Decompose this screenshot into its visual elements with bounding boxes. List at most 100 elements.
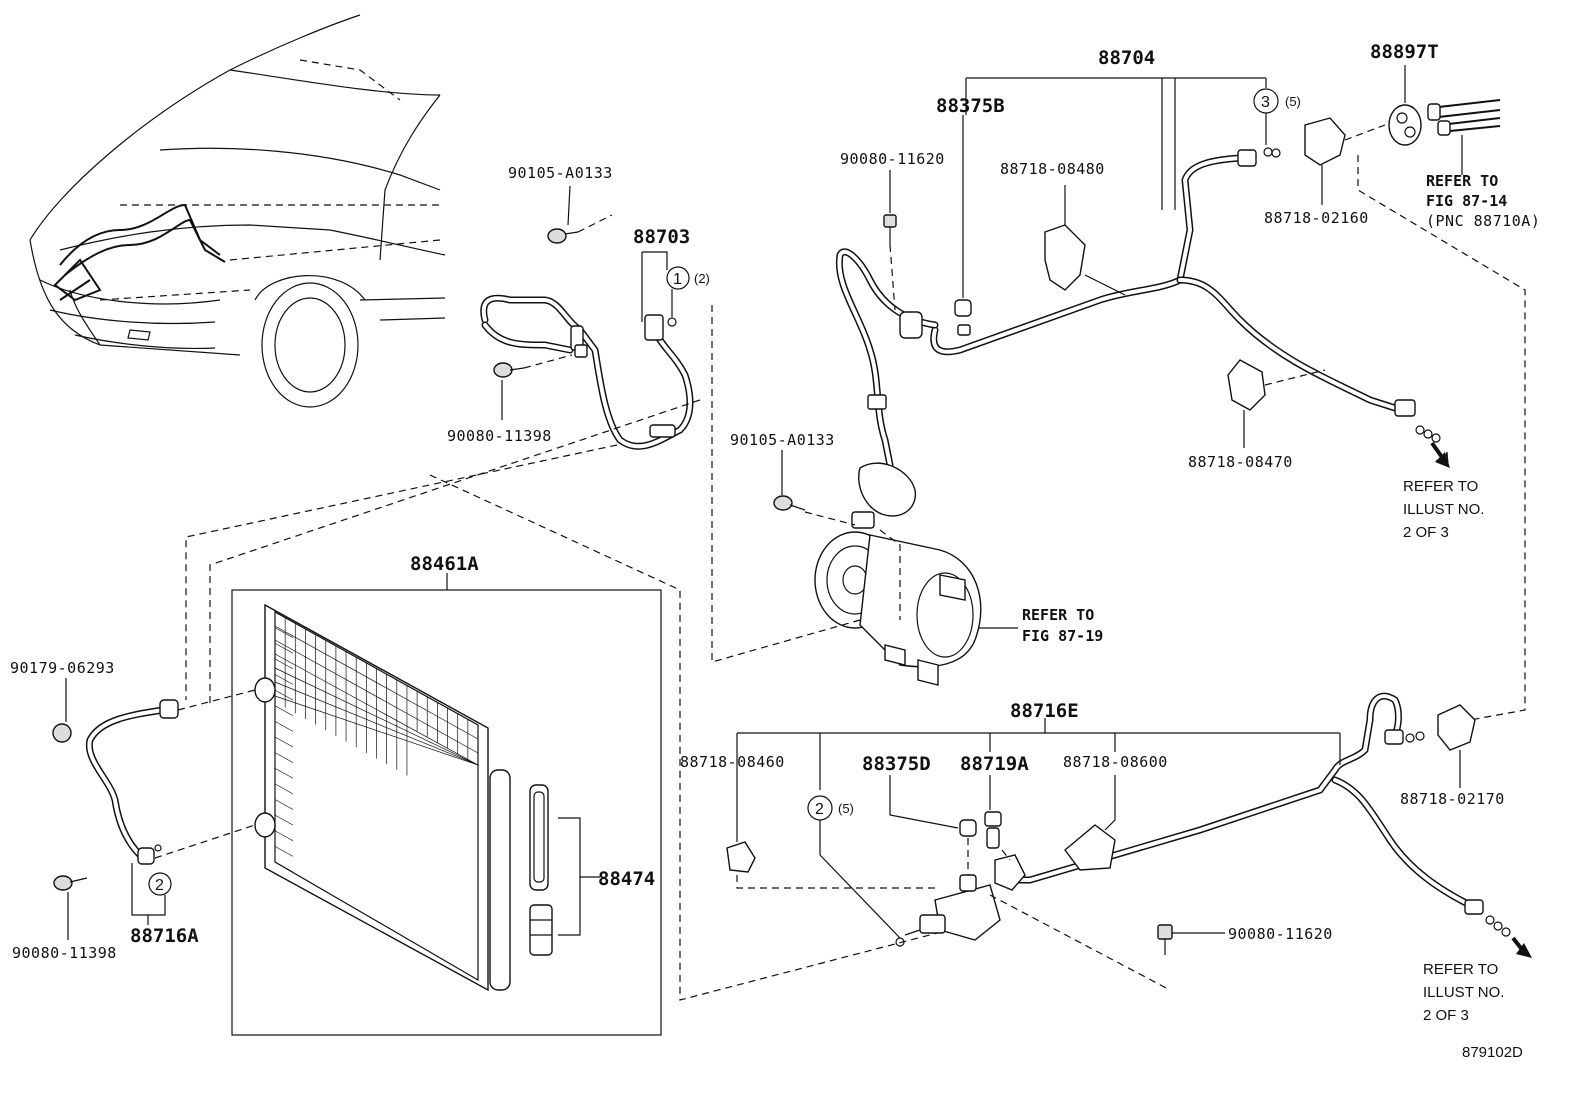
condenser-fin-line xyxy=(274,705,294,717)
callout-88716e: 2 (5) xyxy=(736,718,1341,939)
label-88718-08480: 88718-08480 xyxy=(1000,160,1105,178)
nut-90179-06293 xyxy=(52,678,72,743)
clamp-88718-08470 xyxy=(1227,359,1326,448)
compressor xyxy=(814,511,1018,686)
filter-88474 xyxy=(529,784,600,956)
bracket-88718-02160 xyxy=(1304,117,1386,205)
label-90080-11398-top: 90080-11398 xyxy=(447,427,552,445)
label-88897t: 88897T xyxy=(1370,41,1439,63)
bracket-88718-02170 xyxy=(1437,704,1476,788)
label-88718-02170: 88718-02170 xyxy=(1400,790,1505,808)
clamp-88718-08600 xyxy=(1064,824,1116,871)
grommet-88897t xyxy=(1357,65,1526,721)
bolt-90080-11398-bot xyxy=(53,875,88,940)
ref-illust-b-line2: ILLUST NO. xyxy=(1423,984,1504,1001)
cap-88375d xyxy=(959,819,977,837)
callout-1-qty: (2) xyxy=(694,271,710,286)
label-88718-08460: 88718-08460 xyxy=(680,753,785,771)
condenser-fin-line xyxy=(274,799,294,810)
label-88718-02160: 88718-02160 xyxy=(1264,209,1369,227)
ref-fig-87-14-line1: REFER TO xyxy=(1426,172,1498,190)
condenser-fin-line xyxy=(274,625,479,740)
ref-fig-87-19-line1: REFER TO xyxy=(1022,606,1094,624)
condenser-fin-line xyxy=(274,846,294,857)
label-88718-08470: 88718-08470 xyxy=(1188,453,1293,471)
label-88375b: 88375B xyxy=(936,95,1005,117)
condenser-fin-line xyxy=(274,653,479,766)
ref-illust-a-line2: ILLUST NO. xyxy=(1403,501,1484,518)
clamp-88718-08460 xyxy=(726,841,756,873)
label-90179-06293: 90179-06293 xyxy=(10,659,115,677)
condenser-fin-line xyxy=(274,783,294,795)
condenser-fin-line xyxy=(274,695,479,766)
diagram-id: 879102D xyxy=(1462,1044,1523,1061)
callout-88704: 3 (5) xyxy=(965,77,1301,210)
label-90105-a0133-top: 90105-A0133 xyxy=(508,164,613,182)
ref-fig-87-19-line2: FIG 87-19 xyxy=(1022,627,1103,645)
arrow-shaft-b xyxy=(1511,936,1526,954)
condenser-fin-line xyxy=(274,667,479,766)
label-88716e: 88716E xyxy=(1010,700,1079,722)
condenser-fin-line xyxy=(274,736,294,748)
label-88718-08600: 88718-08600 xyxy=(1063,753,1168,771)
condenser-fin-line xyxy=(274,658,294,670)
condenser-fin-line xyxy=(274,861,294,873)
callout-1-number: 1 xyxy=(673,271,682,288)
callout-2b-number: 2 xyxy=(815,801,824,818)
condenser-fin-line xyxy=(274,642,294,654)
guide-line-2 xyxy=(209,399,701,705)
pipe-88716a: 2 xyxy=(85,689,256,925)
label-90080-11620-bot: 90080-11620 xyxy=(1228,925,1333,943)
callout-2a-number: 2 xyxy=(155,877,164,894)
label-88461a: 88461A xyxy=(410,553,479,575)
callout-3-qty: (5) xyxy=(1285,94,1301,109)
condenser-fin-line xyxy=(274,721,294,732)
suction-pipe-88704 xyxy=(930,149,1441,443)
ref-illust-a-line3: 2 OF 3 xyxy=(1403,524,1449,541)
condenser-fin-line xyxy=(274,689,294,701)
label-90105-a0133-mid: 90105-A0133 xyxy=(730,431,835,449)
bolt-90105-a0133-top xyxy=(547,185,613,244)
label-90080-11620-top: 90080-11620 xyxy=(840,150,945,168)
callout-3-number: 3 xyxy=(1261,94,1270,111)
bolt-90105-a0133-mid xyxy=(773,450,901,620)
ref-illust-b-line3: 2 OF 3 xyxy=(1423,1007,1469,1024)
condenser-88461a xyxy=(231,573,662,1036)
condenser-fin-line xyxy=(274,752,294,763)
guide-line-1 xyxy=(185,444,618,700)
condenser-fins xyxy=(274,611,479,873)
label-88716a: 88716A xyxy=(130,925,199,947)
label-90080-11398-bot: 90080-11398 xyxy=(12,944,117,962)
label-88703: 88703 xyxy=(633,226,690,248)
bolt-90080-11398-top xyxy=(493,354,573,420)
cap-88375b xyxy=(954,115,972,336)
liquid-pipe-88716e xyxy=(1006,692,1511,937)
pressure-switch-block xyxy=(895,854,1026,947)
condenser-fin-line xyxy=(274,814,294,826)
label-88375d: 88375D xyxy=(862,753,931,775)
arrow-shaft-a xyxy=(1430,441,1446,462)
label-88474: 88474 xyxy=(598,868,655,890)
clamp-88718-08480 xyxy=(1044,185,1126,296)
label-88704: 88704 xyxy=(1098,47,1155,69)
guide-line-3 xyxy=(711,305,861,663)
bolt-90080-11620-top xyxy=(883,170,897,311)
label-88719a: 88719A xyxy=(960,753,1029,775)
switch-88719a xyxy=(984,811,1002,849)
condenser-fin-line xyxy=(274,627,294,638)
callout-88703: 1 (2) xyxy=(641,251,710,327)
suction-hose xyxy=(835,248,939,517)
condenser-fin-line xyxy=(274,830,294,842)
condenser-fin-line xyxy=(274,681,479,766)
ref-fig-87-14-line3: (PNC 88710A) xyxy=(1426,212,1540,230)
ref-illust-a-line1: REFER TO xyxy=(1403,478,1478,495)
ref-illust-b-line1: REFER TO xyxy=(1423,961,1498,978)
ref-fig-87-14-line2: FIG 87-14 xyxy=(1426,192,1507,210)
condenser-fin-line xyxy=(274,611,479,726)
condenser-fin-line xyxy=(274,611,294,623)
bolt-90080-11620-bot xyxy=(989,894,1225,991)
condenser-fin-line xyxy=(274,639,479,754)
vehicle-illustration xyxy=(29,14,446,408)
condenser-fin-line xyxy=(274,767,294,779)
